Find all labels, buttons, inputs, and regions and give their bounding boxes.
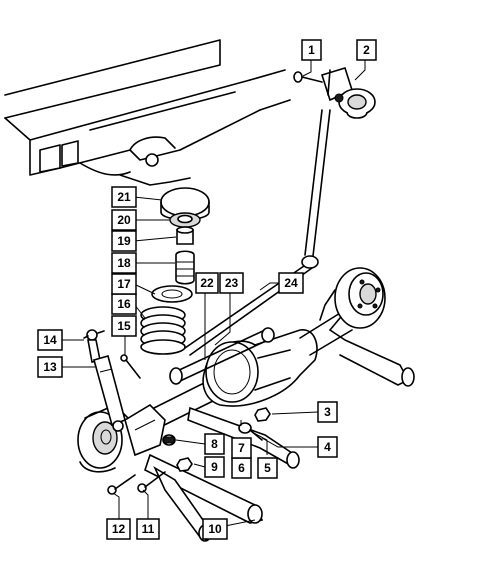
svg-text:16: 16 bbox=[117, 297, 131, 311]
track-bar-bracket bbox=[320, 67, 376, 119]
callout-10: 10 bbox=[202, 518, 228, 540]
callout-1: 1 bbox=[301, 39, 322, 61]
callout-15: 15 bbox=[111, 315, 137, 337]
svg-text:22: 22 bbox=[200, 276, 214, 290]
svg-text:12: 12 bbox=[112, 522, 126, 536]
callout-24: 24 bbox=[278, 272, 304, 294]
callout-12: 12 bbox=[106, 518, 131, 540]
callout-23: 23 bbox=[219, 272, 244, 294]
callout-9: 9 bbox=[204, 456, 225, 478]
callout-7: 7 bbox=[231, 437, 252, 459]
callout-13: 13 bbox=[37, 356, 63, 378]
svg-text:1: 1 bbox=[308, 43, 315, 57]
svg-text:23: 23 bbox=[225, 276, 239, 290]
svg-text:18: 18 bbox=[117, 256, 131, 270]
track-bar-bolt bbox=[293, 71, 323, 83]
svg-text:2: 2 bbox=[363, 43, 370, 57]
callout-17: 17 bbox=[111, 273, 137, 295]
callout-3: 3 bbox=[317, 401, 338, 423]
spring-upper-seat bbox=[160, 187, 210, 228]
shock-absorber bbox=[83, 329, 126, 432]
callout-6: 6 bbox=[231, 457, 252, 479]
callout-21: 21 bbox=[111, 186, 137, 208]
svg-text:6: 6 bbox=[238, 461, 245, 475]
jounce-bumper bbox=[175, 226, 195, 285]
callout-18: 18 bbox=[111, 252, 137, 274]
callout-22: 22 bbox=[195, 272, 219, 294]
svg-text:4: 4 bbox=[324, 440, 331, 454]
track-bar bbox=[184, 109, 331, 356]
svg-text:11: 11 bbox=[142, 522, 155, 536]
callout-11: 11 bbox=[136, 518, 160, 540]
callout-5: 5 bbox=[257, 457, 278, 479]
callout-16: 16 bbox=[111, 293, 137, 315]
svg-text:21: 21 bbox=[117, 190, 131, 204]
spring-isolator bbox=[151, 285, 193, 303]
svg-text:19: 19 bbox=[117, 234, 131, 248]
rear-axle bbox=[77, 267, 415, 473]
callout-4: 4 bbox=[317, 436, 338, 458]
callout-19: 19 bbox=[111, 230, 137, 252]
bolt-15 bbox=[120, 354, 141, 379]
callout-20: 20 bbox=[111, 209, 137, 231]
fasteners bbox=[107, 407, 271, 495]
svg-text:14: 14 bbox=[43, 333, 57, 347]
svg-text:9: 9 bbox=[211, 460, 218, 474]
upper-control-arm bbox=[169, 327, 275, 385]
svg-text:5: 5 bbox=[264, 461, 271, 475]
callout-2: 2 bbox=[356, 39, 377, 61]
svg-text:7: 7 bbox=[238, 441, 245, 455]
svg-text:13: 13 bbox=[43, 360, 57, 374]
svg-text:3: 3 bbox=[324, 405, 331, 419]
svg-text:24: 24 bbox=[284, 276, 298, 290]
svg-text:20: 20 bbox=[117, 213, 131, 227]
callout-8: 8 bbox=[204, 433, 225, 455]
svg-text:10: 10 bbox=[208, 522, 222, 536]
coil-spring bbox=[140, 306, 186, 355]
svg-text:17: 17 bbox=[117, 277, 131, 291]
svg-text:8: 8 bbox=[211, 437, 218, 451]
svg-text:15: 15 bbox=[117, 319, 131, 333]
frame-rail bbox=[4, 39, 291, 186]
callout-14: 14 bbox=[37, 329, 63, 351]
